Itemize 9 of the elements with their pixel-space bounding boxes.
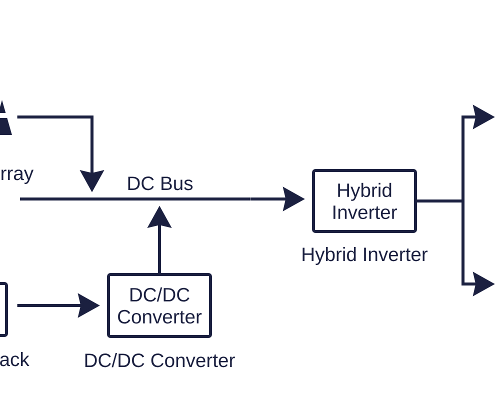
node-label: DC/DC Converter bbox=[85, 353, 235, 368]
process-box: DC/DC Converter bbox=[107, 273, 212, 338]
label: rray bbox=[2, 170, 34, 184]
node-label: Hybrid Inverter bbox=[302, 247, 428, 266]
triangle-icon bbox=[0, 100, 12, 135]
process-box: Hybrid Inverter bbox=[312, 169, 417, 233]
node-label: ack bbox=[0, 352, 30, 366]
bus-label: DC Bus bbox=[128, 176, 193, 190]
cropped-box bbox=[0, 282, 8, 337]
